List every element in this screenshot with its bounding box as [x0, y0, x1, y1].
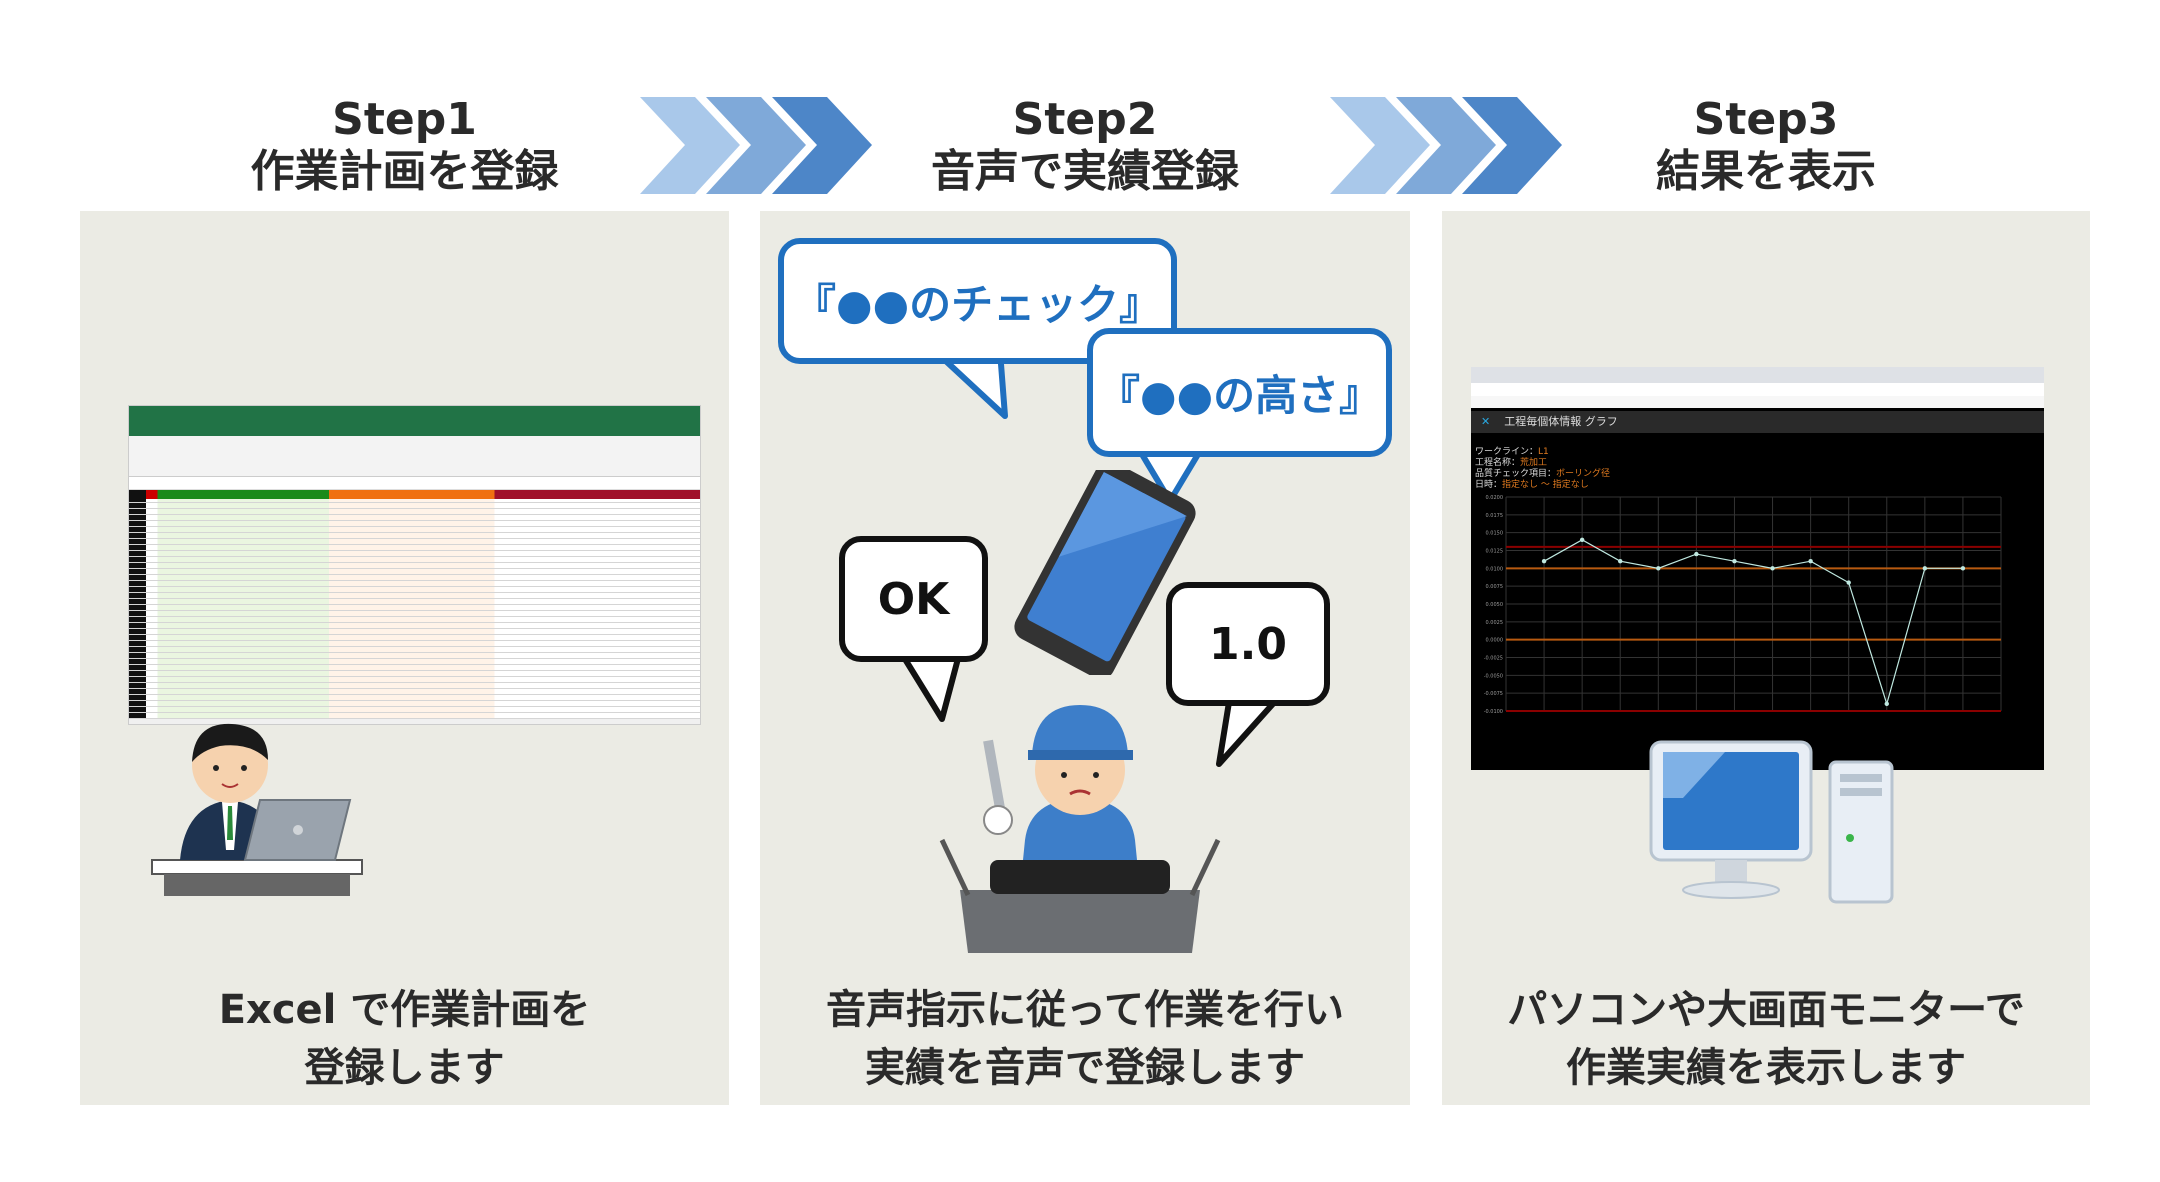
- bubble-text: 『●●のチェック』: [793, 279, 1162, 329]
- browser-bookmarks: [1471, 396, 2044, 408]
- caption-line: 実績を音声で登録します: [865, 1045, 1305, 1091]
- data-point: [1694, 551, 1699, 557]
- step1-header: Step1 作業計画を登録: [80, 94, 729, 198]
- bubble-text: 『●●の高さ』: [1097, 371, 1382, 420]
- caption-line: 作業実績を表示します: [1566, 1045, 1966, 1091]
- info-label: 日時：: [1475, 480, 1503, 490]
- excel-screenshot: [129, 406, 700, 724]
- speech-bubble-value: 1.0: [1166, 582, 1330, 706]
- smartphone-illustration: [1014, 470, 1196, 675]
- info-label: ワークライン：: [1475, 447, 1539, 457]
- y-tick-label: -0.0075: [1484, 691, 1503, 697]
- y-tick-label: 0.0100: [1486, 566, 1504, 572]
- caption-line: 音声指示に従って作業を行い: [826, 987, 1344, 1033]
- step3-title: 結果を表示: [1656, 146, 1876, 197]
- data-point: [1846, 580, 1851, 585]
- info-value: 指定なし ～ 指定なし: [1502, 480, 1589, 490]
- excel-titlebar: [129, 406, 700, 424]
- browser-screenshot: ✕ 工程毎個体情報 グラフ ワークライン：L1 工程名称：荒加工 品質チェック項目…: [1471, 367, 2044, 770]
- browser-address-bar: [1471, 383, 2044, 396]
- app-header: ✕ 工程毎個体情報 グラフ: [1471, 411, 2044, 433]
- step2-header: Step2 音声で実績登録: [760, 94, 1410, 198]
- line-chart: 0.0200 0.0175 0.0150 0.0125 0.0100 0.0075 0.00…: [1484, 495, 2002, 715]
- info-value: ボーリング径: [1556, 469, 1611, 479]
- excel-formula-bar: [129, 477, 700, 490]
- bubble-text: OK: [877, 573, 950, 625]
- y-tick-label: 0.0050: [1486, 602, 1504, 608]
- y-tick-label: -0.0100: [1484, 709, 1503, 715]
- step3-header: Step3 結果を表示: [1442, 94, 2090, 198]
- excel-ribbon-tabs: [129, 424, 700, 436]
- bubble-text: 1.0: [1209, 618, 1287, 670]
- chevron-arrows-2: [1330, 97, 1562, 194]
- caption-line: パソコンや大画面モニターで: [1507, 987, 2025, 1033]
- info-line: 品質チェック項目：ボーリング径: [1475, 469, 2044, 480]
- step2-title: 音声で実績登録: [931, 146, 1239, 197]
- y-tick-label: -0.0025: [1484, 656, 1503, 662]
- caption-line: Excel で作業計画を: [218, 987, 591, 1033]
- y-tick-label: -0.0050: [1484, 673, 1503, 679]
- excel-grid: [129, 499, 700, 719]
- data-point: [1808, 559, 1813, 564]
- speech-bubble-ok: OK: [839, 536, 988, 662]
- info-line: 日時：指定なし ～ 指定なし: [1475, 480, 2044, 491]
- data-point: [1960, 566, 1966, 571]
- data-point: [1922, 566, 1928, 571]
- info-value: 荒加工: [1520, 458, 1548, 468]
- excel-ribbon: [129, 436, 700, 477]
- step3-label: Step3: [1693, 94, 1839, 145]
- office-worker-illustration: [151, 723, 363, 896]
- info-line: 工程名称：荒加工: [1475, 458, 2044, 469]
- close-icon[interactable]: ✕: [1481, 415, 1491, 428]
- info-block: ワークライン：L1 工程名称：荒加工 品質チェック項目：ボーリング径 日時：指定…: [1471, 447, 2044, 491]
- step1-label: Step1: [332, 94, 477, 145]
- data-point: [1770, 566, 1775, 571]
- chevron-arrows-1: [640, 97, 872, 194]
- app-title: 工程毎個体情報 グラフ: [1504, 415, 1618, 428]
- info-label: 工程名称：: [1475, 458, 1521, 468]
- y-tick-label: 0.0075: [1486, 584, 1504, 590]
- excel-statusbar: [129, 719, 700, 724]
- worker-illustration: [939, 705, 1221, 953]
- y-tick-label: 0.0175: [1486, 513, 1504, 519]
- data-point: [1541, 559, 1547, 564]
- desktop-pc-illustration: [1649, 740, 1894, 904]
- step1-title: 作業計画を登録: [250, 146, 559, 197]
- step2-caption: 音声指示に従って作業を行い 実績を音声で登録します: [760, 981, 1410, 1097]
- y-tick-label: 0.0000: [1486, 638, 1504, 644]
- y-tick-label: 0.0200: [1486, 495, 1504, 501]
- caption-line: 登録します: [304, 1045, 505, 1091]
- speech-bubble-height: 『●●の高さ』: [1087, 328, 1392, 457]
- step3-caption: パソコンや大画面モニターで 作業実績を表示します: [1442, 981, 2090, 1097]
- info-value: L1: [1538, 447, 1549, 457]
- step1-caption: Excel で作業計画を 登録します: [80, 981, 729, 1097]
- step2-label: Step2: [1012, 94, 1158, 145]
- browser-tabs: [1471, 367, 2044, 383]
- y-tick-label: 0.0025: [1486, 620, 1504, 626]
- excel-header-row: [129, 490, 700, 499]
- data-point: [1579, 537, 1585, 542]
- data-point: [1884, 701, 1889, 707]
- y-tick-label: 0.0125: [1486, 549, 1504, 555]
- data-point: [1732, 559, 1737, 564]
- data-point: [1656, 566, 1661, 571]
- series-line: [1543, 539, 1963, 706]
- info-label: 品質チェック項目：: [1475, 469, 1557, 479]
- bubble-tails: [897, 348, 1283, 767]
- info-line: ワークライン：L1: [1475, 447, 2044, 458]
- y-tick-label: 0.0150: [1486, 531, 1504, 537]
- data-point: [1618, 559, 1623, 564]
